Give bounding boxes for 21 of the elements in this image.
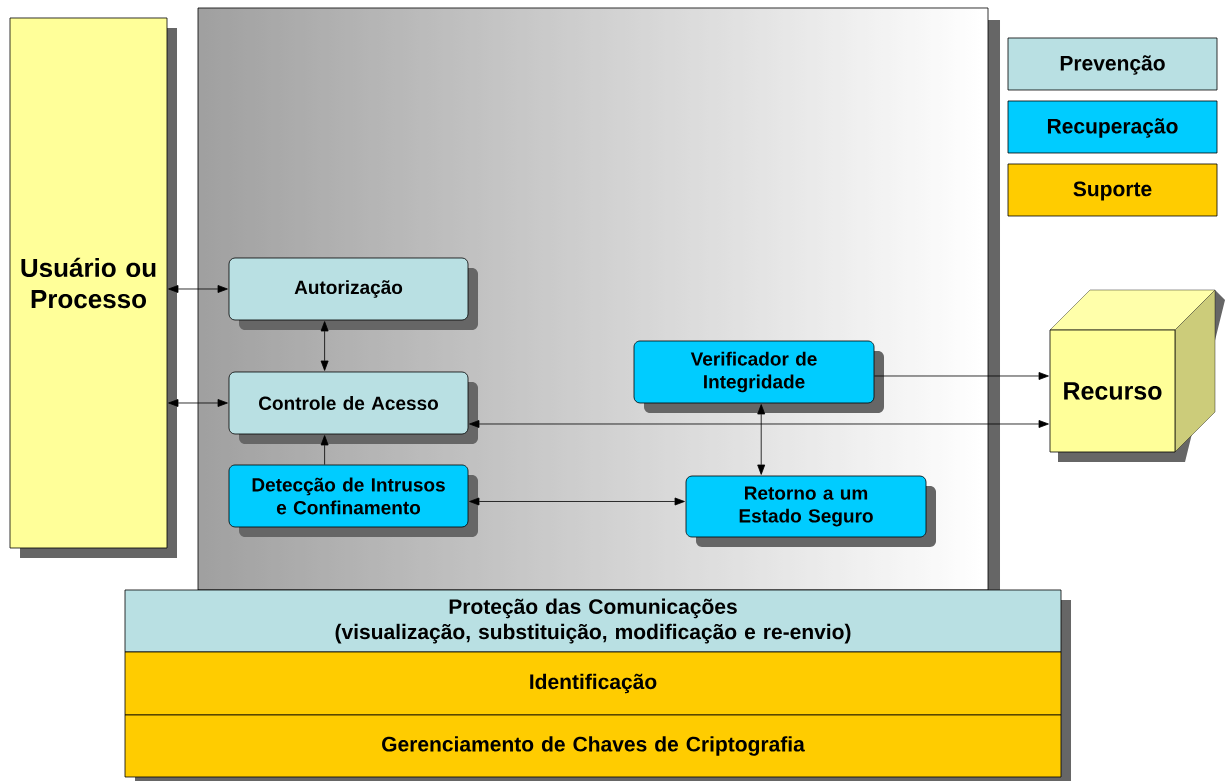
process-box: Retorno a um Estado Seguro	[685, 475, 936, 547]
arrow	[320, 435, 329, 465]
arrow	[469, 420, 1049, 428]
layer-band: Proteção das Comunicações (visualização, substituição, modificação e re-envio)	[124, 589, 1071, 662]
arrow	[469, 497, 685, 506]
layer-band: Gerenciamento de Chaves de Criptografia	[124, 714, 1071, 781]
process-box: Controle de Acesso	[228, 371, 478, 444]
process-box: Detecção de Intrusos e Confinamento	[228, 464, 478, 537]
process-box: Verificador de Integridade	[633, 340, 884, 413]
resource-cube: Recurso	[1049, 289, 1225, 462]
legend-item: Recuperação	[1007, 100, 1218, 154]
arrow	[168, 285, 228, 293]
arrow	[757, 404, 766, 475]
arrow	[874, 372, 1049, 380]
layer-band: Identificação	[124, 651, 1071, 725]
arrow	[320, 321, 329, 371]
usuario-box: Usuário ou Processo	[9, 17, 177, 558]
arrow	[168, 399, 228, 407]
process-box: Autorização	[228, 257, 478, 330]
legend-item: Suporte	[1007, 163, 1218, 217]
legend-item: Prevenção	[1007, 37, 1218, 91]
